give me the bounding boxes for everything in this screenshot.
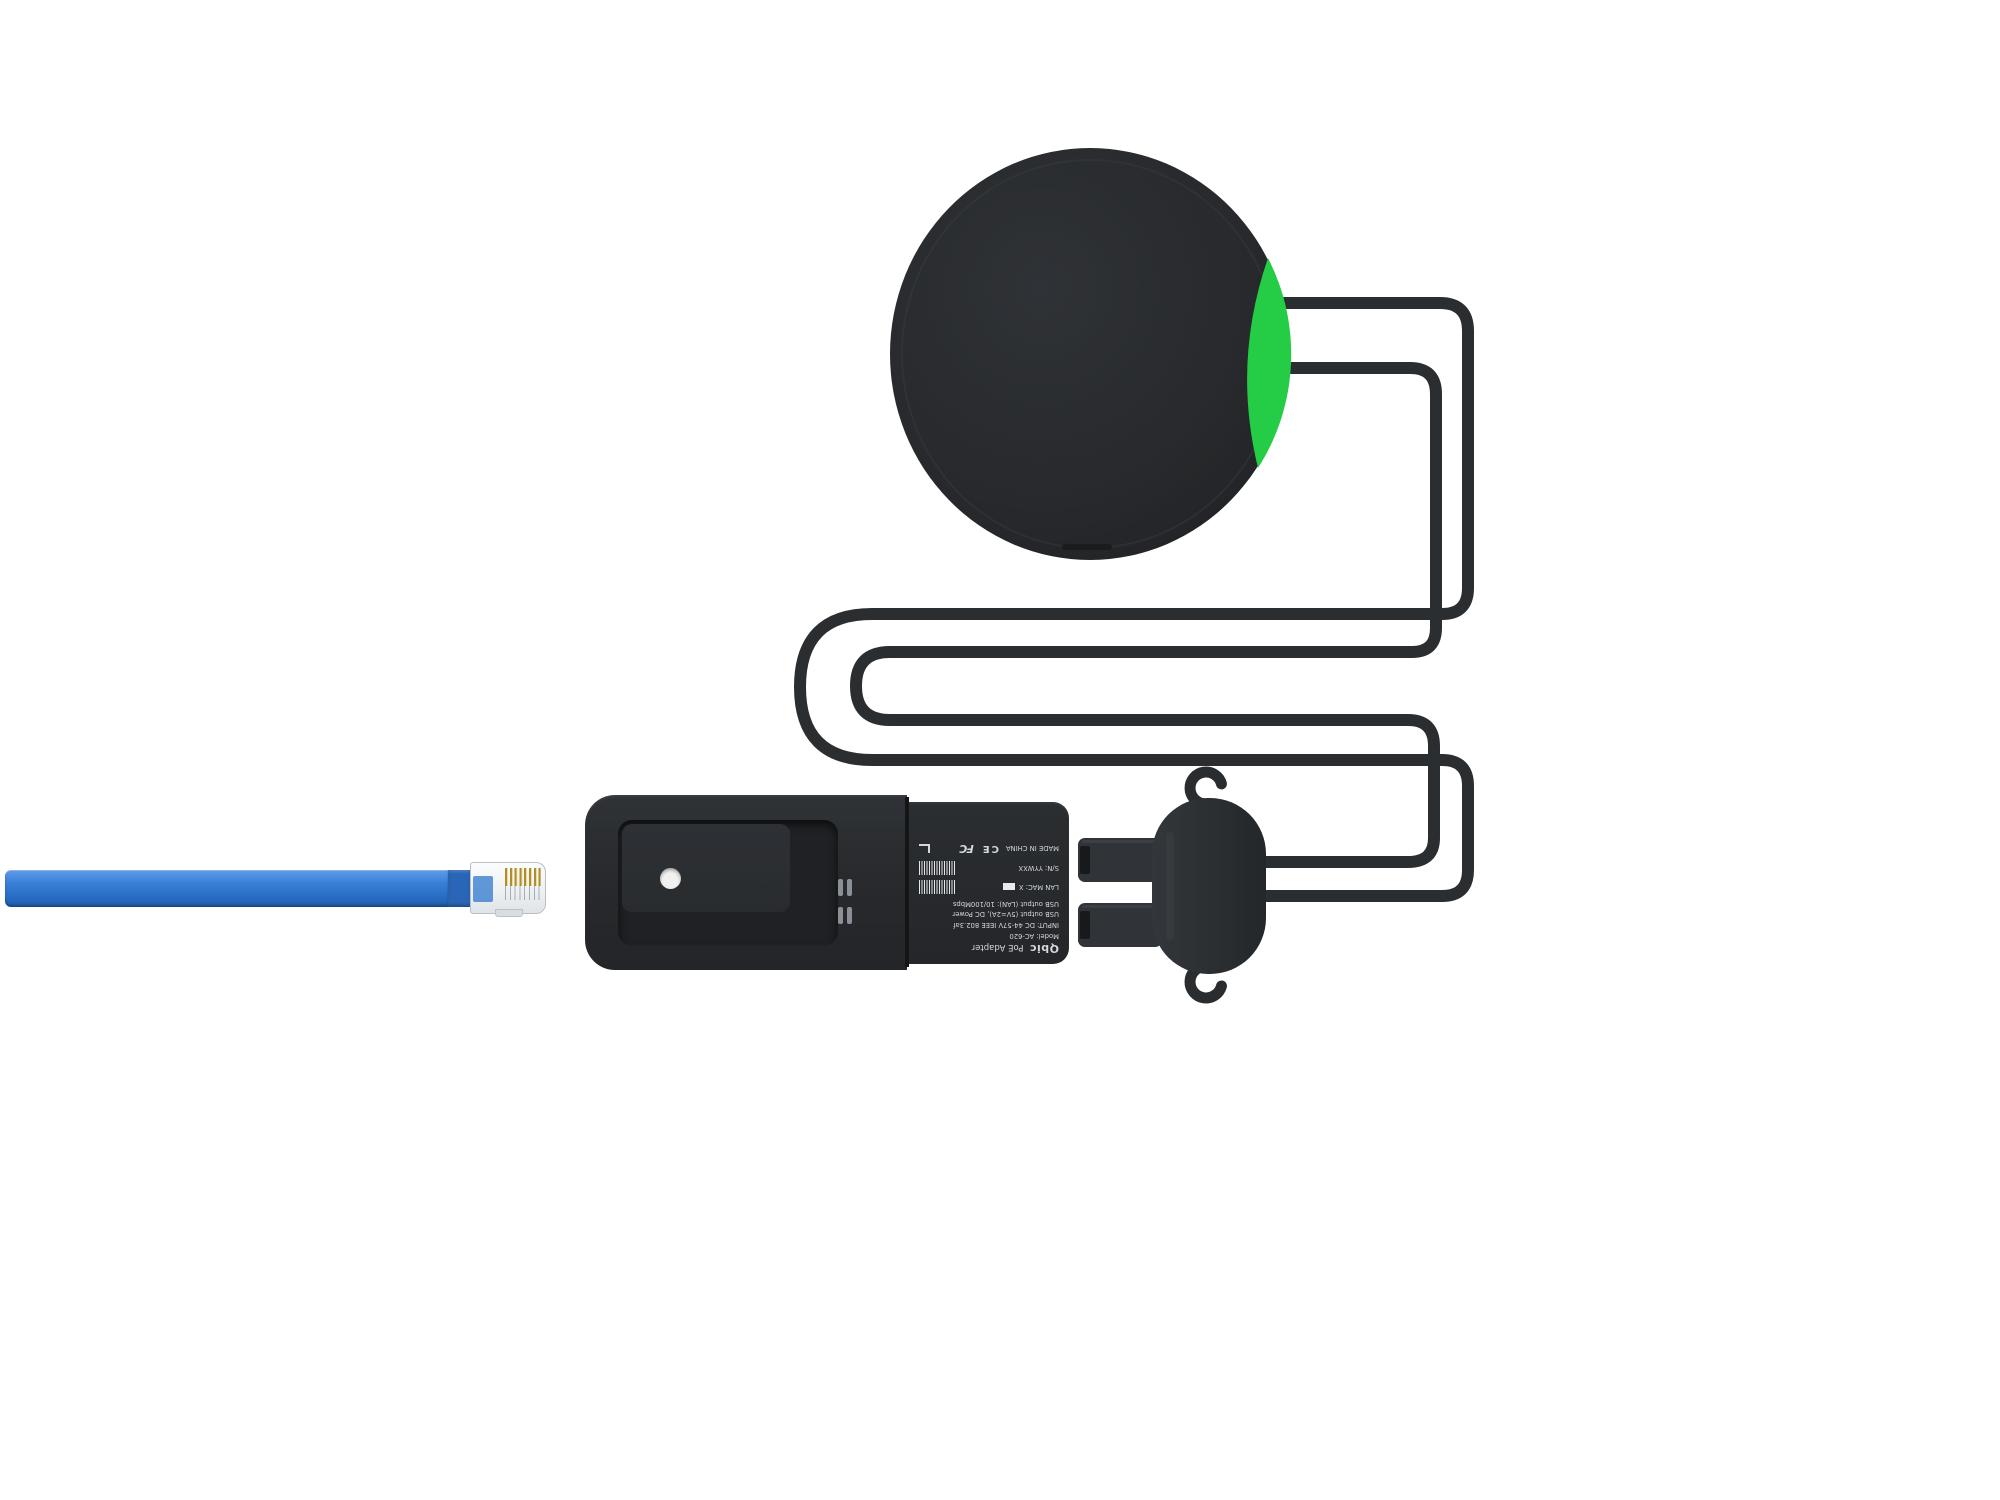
rj45-gold-contacts xyxy=(505,868,541,886)
rj45-connector xyxy=(470,862,546,917)
adapter-screw-hole xyxy=(660,868,681,889)
poe-adapter-label-panel: Qbic PoE Adapter Model: AC-620 INPUT: DC… xyxy=(909,802,1069,964)
vent-slit xyxy=(847,907,852,924)
serial-line: S/N: YYWXX xyxy=(1018,864,1059,873)
input-line: INPUT: DC 44-57V IEEE 802.3af xyxy=(953,921,1059,930)
lan-mac-row: LAN MAC: X xyxy=(919,879,1059,894)
usb-plug-top-highlight xyxy=(1082,840,1158,843)
usb-plug-bottom-highlight xyxy=(1082,905,1158,908)
serial-barcode xyxy=(919,860,955,875)
usb-plug-bottom xyxy=(1078,903,1162,947)
lan-mac-barcode xyxy=(919,879,955,894)
vent-slit xyxy=(847,879,852,896)
adapter-seam xyxy=(905,797,909,967)
rj45-cable-insert xyxy=(473,876,493,902)
adapter-label-upside-down: Qbic PoE Adapter Model: AC-620 INPUT: DC… xyxy=(909,802,1069,964)
usb-plug-top xyxy=(1078,838,1162,882)
usb-plug-bottom-opening xyxy=(1080,911,1090,939)
bracket-body xyxy=(1152,798,1266,974)
puck-body xyxy=(890,148,1290,560)
lan-mac-line: LAN MAC: X xyxy=(1018,883,1059,892)
label-header: Qbic PoE Adapter xyxy=(919,942,1059,955)
vent-slit xyxy=(838,879,843,896)
vent-slit xyxy=(838,907,843,924)
puck-green-accent xyxy=(1247,258,1292,468)
usb-lan-line: USB output (LAN): 10/100Mbps xyxy=(952,899,1059,908)
usb-power-line: USB output (5V=2A), DC Power xyxy=(952,910,1059,919)
power-cable-inner xyxy=(849,362,1442,868)
insert-arrow-icon xyxy=(919,843,930,853)
bracket-face-highlight xyxy=(1166,832,1174,940)
ce-mark: CE xyxy=(980,842,999,854)
ethernet-cable xyxy=(5,870,448,907)
rj45-latch xyxy=(495,909,523,917)
usb-plug-top-opening xyxy=(1080,846,1090,874)
puck-device xyxy=(890,148,1292,560)
model-line: Model: AC-620 xyxy=(1009,932,1059,940)
puck-bottom-notch xyxy=(1062,544,1112,550)
cert-row: MADE IN CHINA CE FC xyxy=(919,842,1059,855)
made-in-line: MADE IN CHINA xyxy=(1005,843,1059,852)
product-name: PoE Adapter xyxy=(971,942,1024,952)
adapter-recess-floor xyxy=(622,824,790,912)
serial-row: S/N: YYWXX xyxy=(919,860,1059,875)
adapter-recess xyxy=(618,820,838,946)
poe-adapter-cradle xyxy=(585,795,907,970)
ethernet-cable-boot xyxy=(448,870,470,907)
power-cable-outer xyxy=(793,297,1474,902)
brand-logo: Qbic xyxy=(1029,942,1059,955)
mac-sticker-box xyxy=(1002,883,1015,891)
usb-mount-bracket xyxy=(1078,766,1266,1004)
fcc-mark: FC xyxy=(960,841,974,855)
